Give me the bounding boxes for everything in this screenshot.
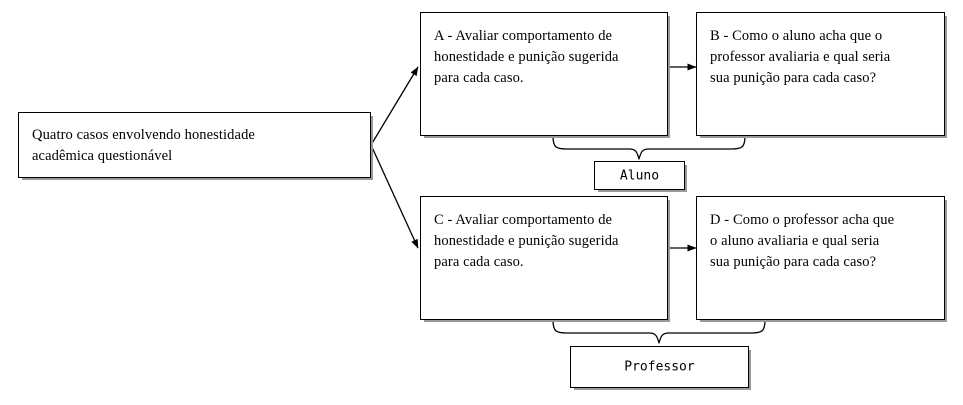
node-b-label: B - Como o aluno acha que o professor av… (710, 28, 891, 86)
node-aluno-label: Aluno (619, 168, 660, 183)
node-d-label: D - Como o professor acha que o aluno av… (710, 212, 895, 270)
node-aluno[interactable]: Aluno (594, 161, 685, 190)
node-c-label: C - Avaliar comportamento de honestidade… (434, 212, 619, 270)
node-professor-label: Professor (624, 359, 695, 375)
node-c[interactable]: C - Avaliar comportamento de honestidade… (420, 196, 668, 320)
arrow-source-to-c (370, 144, 419, 249)
node-source-cases[interactable]: Quatro casos envolvendo honestidade acad… (18, 112, 371, 178)
arrow-source-to-a (370, 66, 419, 146)
brace-ab-to-aluno (552, 135, 746, 160)
node-professor[interactable]: Professor (570, 346, 749, 388)
brace-cd-to-professor (552, 319, 766, 344)
node-a-label: A - Avaliar comportamento de honestidade… (434, 28, 619, 86)
node-b[interactable]: B - Como o aluno acha que o professor av… (696, 12, 945, 136)
node-source-cases-label: Quatro casos envolvendo honestidade acad… (32, 127, 255, 164)
node-a[interactable]: A - Avaliar comportamento de honestidade… (420, 12, 668, 136)
node-d[interactable]: D - Como o professor acha que o aluno av… (696, 196, 945, 320)
